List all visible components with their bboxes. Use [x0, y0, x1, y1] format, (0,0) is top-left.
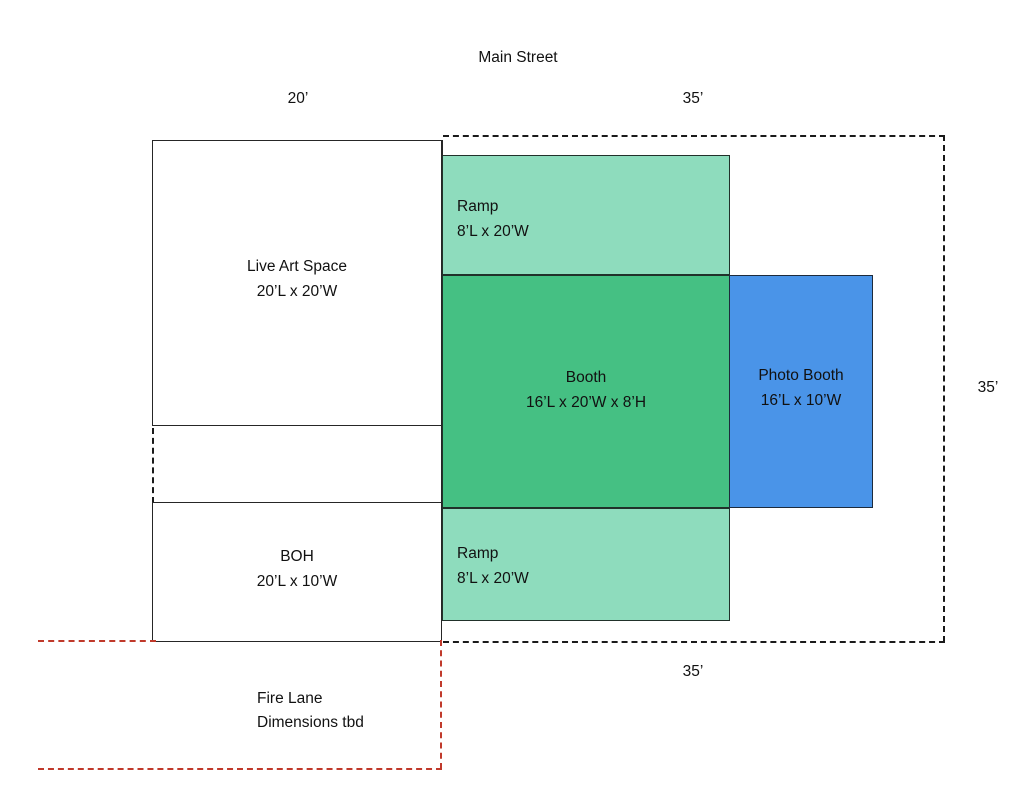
space-photo-booth-text: Photo Booth 16’L x 10’W — [730, 364, 872, 414]
space-live-art-space[interactable]: Live Art Space 20’L x 20’W — [152, 140, 442, 426]
fire-lane-note: Dimensions tbd — [257, 714, 364, 732]
space-booth-name: Booth — [565, 369, 607, 386]
fire-lane-boundary-top — [38, 640, 156, 642]
space-ramp-bottom[interactable]: Ramp 8’L x 20’W — [442, 508, 730, 621]
site-boundary-top — [443, 135, 945, 137]
fire-lane-boundary-bottom — [38, 768, 442, 770]
building-wall-right-upper — [442, 140, 443, 156]
fire-lane-name: Fire Lane — [257, 690, 323, 707]
fire-lane-label: Fire Lane Dimensions tbd — [257, 687, 364, 735]
page-title: Main Street — [478, 49, 558, 66]
dimension-bottom: 35’ — [682, 663, 704, 680]
fire-lane-boundary-right — [440, 640, 442, 769]
site-boundary-bottom — [443, 641, 945, 643]
space-booth-text: Booth 16’L x 20’W x 8’H — [443, 366, 729, 416]
space-ramp-bottom-name: Ramp — [457, 545, 499, 562]
space-photo-booth[interactable]: Photo Booth 16’L x 10’W — [729, 275, 873, 508]
dimension-top-left: 20’ — [287, 90, 309, 107]
space-boh-name: BOH — [280, 548, 314, 565]
space-corridor[interactable] — [152, 425, 442, 503]
space-boh-text: BOH 20’L x 10’W — [153, 545, 441, 595]
space-live-art-space-name: Live Art Space — [247, 258, 347, 275]
space-ramp-top-name: Ramp — [457, 198, 499, 215]
space-booth-size: 16’L x 20’W x 8’H — [525, 393, 647, 411]
space-photo-booth-name: Photo Booth — [758, 367, 844, 384]
space-photo-booth-size: 16’L x 10’W — [760, 391, 842, 409]
space-ramp-top[interactable]: Ramp 8’L x 20’W — [442, 155, 730, 275]
space-ramp-top-size: 8’L x 20’W — [457, 222, 529, 240]
space-live-art-space-text: Live Art Space 20’L x 20’W — [153, 255, 441, 305]
site-boundary-right — [943, 135, 945, 642]
building-wall-top — [152, 140, 443, 141]
dimension-right: 35’ — [977, 379, 999, 396]
space-boh[interactable]: BOH 20’L x 10’W — [152, 502, 442, 642]
dimension-top-right: 35’ — [682, 90, 704, 107]
space-ramp-bottom-text: Ramp 8’L x 20’W — [457, 542, 729, 592]
space-live-art-space-size: 20’L x 20’W — [256, 282, 338, 300]
space-boh-size: 20’L x 10’W — [256, 572, 338, 590]
space-ramp-top-text: Ramp 8’L x 20’W — [457, 195, 729, 245]
space-ramp-bottom-size: 8’L x 20’W — [457, 569, 529, 587]
corridor-opening-dashed-wall — [152, 428, 154, 503]
space-booth[interactable]: Booth 16’L x 20’W x 8’H — [442, 275, 730, 508]
